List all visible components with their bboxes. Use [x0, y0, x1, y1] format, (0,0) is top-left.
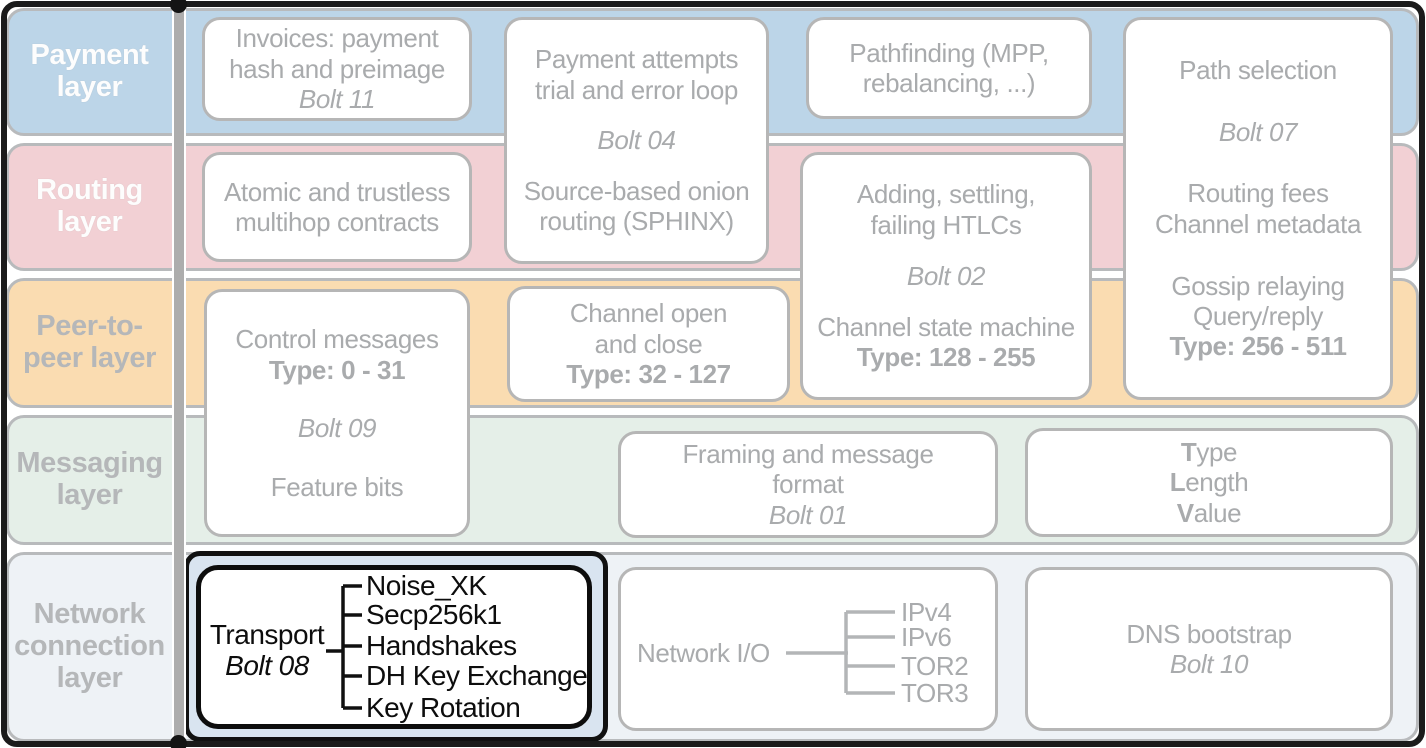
htlcs-line: Adding, settling,: [856, 179, 1036, 210]
transport-item-handshakes: Handshakes: [366, 630, 517, 661]
tlv-value-rest: alue: [1193, 497, 1242, 528]
layer-label-routing: Routing layer: [36, 174, 143, 238]
payment-attempts-box: Payment attempts trial and error loop Bo…: [504, 17, 769, 264]
tlv-type-rest: ype: [1196, 436, 1238, 467]
channel-open-type-range: Type: 32 - 127: [566, 359, 731, 390]
invoices-box: Invoices: payment hash and preimage Bolt…: [202, 17, 472, 121]
query-reply-line: Query/reply: [1193, 300, 1323, 331]
network-io-label: Network I/O: [637, 638, 770, 668]
transport-item-dh-key-exchange: DH Key Exchange: [366, 660, 588, 691]
layer-label-peer-to-peer: Peer-to- peer layer: [22, 310, 157, 374]
dns-bolt-ref: Bolt 10: [1169, 649, 1249, 679]
pathfinding-line: rebalancing, ...): [862, 68, 1036, 98]
channel-open-line: and close: [594, 328, 703, 359]
transport-box: Transport Bolt 08 Noise_XK Secp256k1 Han…: [196, 565, 592, 729]
network-io-item-ipv4: IPv4: [901, 597, 952, 627]
invoices-line: Invoices: payment: [235, 23, 439, 54]
pathfinding-line: Pathfinding (MPP,: [849, 37, 1049, 68]
channel-state-machine-line: Channel state machine: [817, 311, 1075, 342]
tlv-length-line: Length: [1170, 467, 1249, 497]
tlv-type-line: Type: [1170, 437, 1249, 467]
channel-metadata-line: Channel metadata: [1154, 208, 1362, 239]
tlv-type-initial: T: [1180, 436, 1197, 467]
gossip-type-range: Type: 256 - 511: [1169, 331, 1347, 362]
path-selection-bolt-ref: Bolt 07: [1218, 116, 1298, 147]
control-type-range: Type: 0 - 31: [268, 354, 406, 385]
htlcs-box: Adding, settling, failing HTLCs Bolt 02 …: [800, 152, 1092, 400]
transport-item-secp256k1: Secp256k1: [366, 599, 502, 630]
onion-routing-line: routing (SPHINX): [539, 206, 734, 237]
pathfinding-box: Pathfinding (MPP, rebalancing, ...): [806, 17, 1092, 119]
network-io-item-tor2: TOR2: [901, 651, 969, 681]
transport-bolt-ref: Bolt 08: [225, 649, 309, 681]
atomic-multihop-box: Atomic and trustless multihop contracts: [202, 152, 472, 262]
dns-bootstrap-line: DNS bootstrap: [1126, 618, 1292, 649]
layer-label-payment: Payment layer: [30, 39, 149, 103]
control-messages-box: Control messages Type: 0 - 31 Bolt 09 Fe…: [204, 289, 470, 537]
layer-label-network-connection: Network connection layer: [14, 598, 165, 694]
path-selection-line: Path selection: [1179, 55, 1337, 86]
control-bolt-ref: Bolt 09: [297, 413, 377, 443]
htlcs-line: failing HTLCs: [870, 209, 1022, 240]
tlv-value-initial: V: [1176, 497, 1194, 528]
payment-attempts-line: Payment attempts: [534, 44, 739, 75]
divider-bottom-dot: [170, 735, 187, 748]
channel-state-type-range: Type: 128 - 255: [856, 342, 1036, 373]
tlv-value-line: Value: [1170, 498, 1249, 528]
transport-item-noise-xk: Noise_XK: [366, 570, 487, 601]
network-io-box: Network I/O IPv4 IPv6 TOR2 TOR3: [618, 567, 998, 731]
control-messages-line: Control messages: [235, 324, 439, 355]
network-io-item-ipv6: IPv6: [901, 622, 952, 652]
onion-routing-line: Source-based onion: [523, 175, 750, 206]
framing-line: Framing and message: [682, 438, 934, 469]
transport-label-block: Transport Bolt 08: [206, 619, 328, 682]
network-io-item-tor3: TOR3: [901, 678, 969, 708]
payment-attempts-bolt-ref: Bolt 04: [597, 125, 676, 156]
invoices-bolt-ref: Bolt 11: [298, 84, 376, 115]
routing-fees-line: Routing fees: [1187, 178, 1329, 209]
framing-line: format: [772, 469, 844, 500]
transport-item-key-rotation: Key Rotation: [366, 692, 521, 723]
layer-divider-line: [172, 0, 186, 748]
framing-bolt-ref: Bolt 01: [768, 499, 848, 530]
network-io-tree-lines: [786, 610, 895, 695]
payment-attempts-line: trial and error loop: [534, 74, 738, 105]
channel-open-close-box: Channel open and close Type: 32 - 127: [507, 286, 790, 402]
transport-label: Transport: [209, 619, 325, 650]
invoices-line: hash and preimage: [229, 53, 445, 84]
atomic-line: multihop contracts: [235, 207, 439, 237]
tlv-length-initial: L: [1169, 467, 1186, 498]
feature-bits-line: Feature bits: [270, 471, 404, 502]
channel-open-line: Channel open: [569, 298, 728, 329]
gossip-relaying-line: Gossip relaying: [1171, 270, 1345, 301]
tlv-length-rest: ength: [1185, 467, 1249, 498]
path-selection-box: Path selection Bolt 07 Routing fees Chan…: [1123, 17, 1393, 400]
transport-tree-lines: [326, 584, 362, 710]
htlcs-bolt-ref: Bolt 02: [906, 260, 986, 291]
tlv-box: Type Length Value: [1025, 428, 1393, 537]
framing-box: Framing and message format Bolt 01: [618, 431, 998, 538]
dns-bootstrap-box: DNS bootstrap Bolt 10: [1025, 567, 1393, 731]
atomic-line: Atomic and trustless: [223, 176, 451, 207]
layer-label-messaging: Messaging layer: [16, 447, 163, 511]
